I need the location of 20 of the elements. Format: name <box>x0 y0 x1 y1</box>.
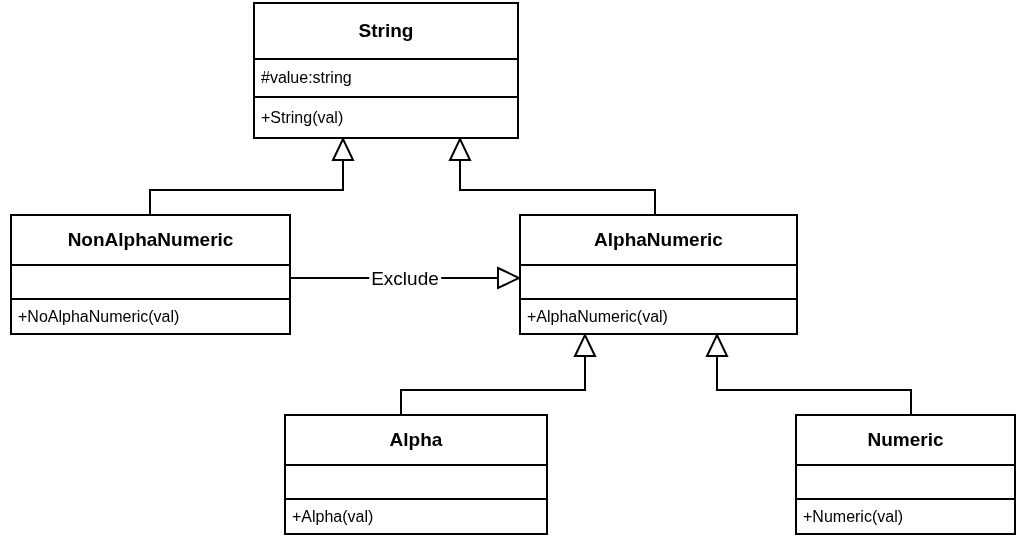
class-box <box>795 414 1016 535</box>
class-name: NonAlphaNumeric <box>67 227 234 252</box>
class-box <box>10 214 291 335</box>
class-name: AlphaNumeric <box>594 227 723 252</box>
class-box <box>519 214 798 335</box>
inheritance-arrow <box>706 334 912 415</box>
attribute-text: #value:string <box>261 68 353 88</box>
class-box <box>253 2 519 139</box>
inheritance-arrow <box>149 138 354 215</box>
method-text: +String(val) <box>261 107 344 128</box>
class-name: String <box>358 18 414 43</box>
method-text: +Numeric(val) <box>803 506 903 527</box>
method-text: +Alpha(val) <box>292 506 374 527</box>
method-text: +NoAlphaNumeric(val) <box>18 306 180 327</box>
method-text: +AlphaNumeric(val) <box>527 306 668 327</box>
class-name: Alpha <box>389 427 443 452</box>
inheritance-arrow <box>449 138 656 215</box>
class-name: Numeric <box>867 427 944 452</box>
inheritance-arrow <box>400 334 596 415</box>
class-box <box>284 414 548 535</box>
